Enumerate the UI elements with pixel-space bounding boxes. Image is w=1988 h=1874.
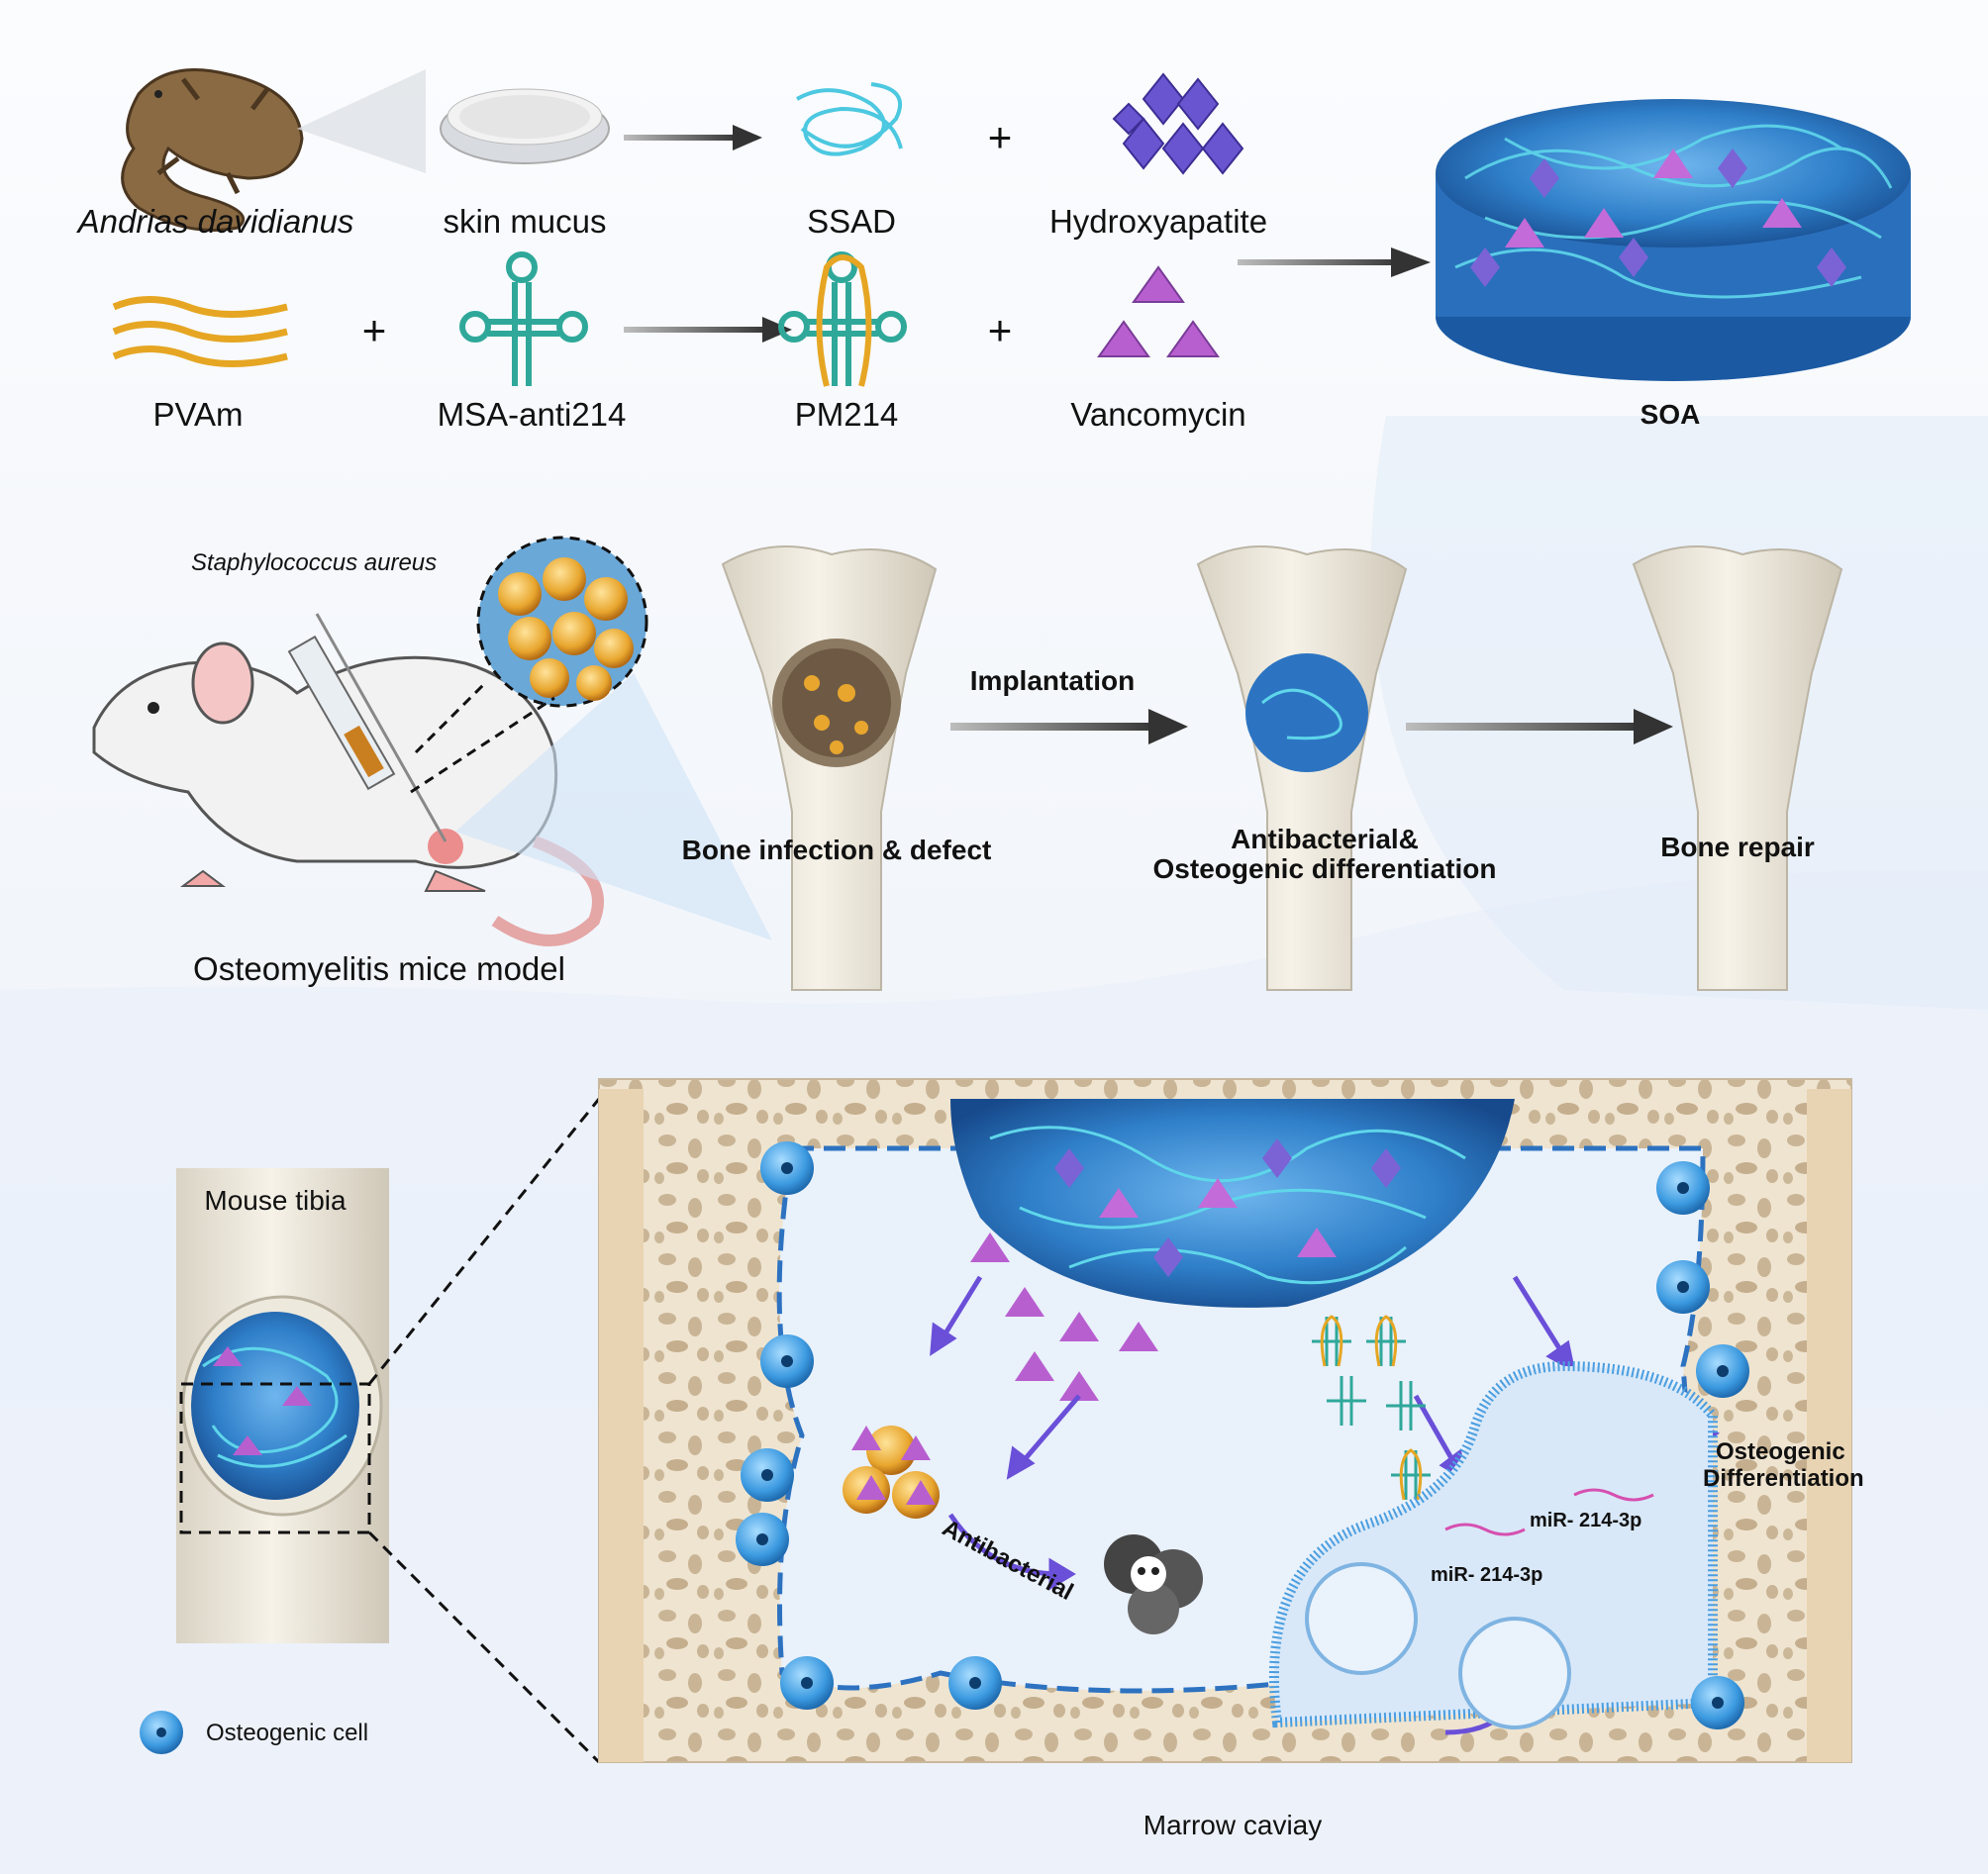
label-pvam: PVAm [152,396,244,433]
label-implantation: Implantation [969,665,1136,696]
label-pm214: PM214 [794,396,899,433]
released-vancomycin [970,1233,1158,1401]
label-marrow-caviay: Marrow caviay [1143,1810,1323,1840]
plus-sign-2: + [361,307,387,353]
zoom-line-2 [410,696,555,794]
label-ssad: SSAD [807,203,896,240]
ssad-fiber-illustration [796,82,903,156]
label-mouse-tibia: Mouse tibia [204,1185,347,1216]
petri-dish-illustration [440,88,610,164]
label-osteogenic-cell: Osteogenic cell [206,1720,369,1746]
arrow-to-repair [1406,709,1673,744]
osteogenic-cells [736,1141,1749,1729]
zoom-line-3 [367,1098,601,1385]
label-msa-anti214: MSA-anti214 [437,396,627,433]
salamander-illustration [121,68,304,232]
plus-sign-1: + [987,114,1013,160]
mouse-illustration [92,641,604,946]
mouse-tibia-illustration [176,1168,389,1643]
bacteria-magnified-illustration [476,536,648,708]
target-cell [1268,1360,1718,1729]
label-mir-1: miR- 214-3p [1530,1510,1642,1531]
plus-sign-3: + [987,307,1013,353]
label-osteogenic: Osteogenic [1716,1438,1845,1465]
label-antibacterial-1: Antibacterial& [1231,824,1419,854]
label-bone-repair: Bone repair [1660,832,1815,862]
syringe-illustration [287,613,447,842]
zoom-box [179,1382,371,1534]
infected-bone-illustration [721,545,938,991]
pm214-floating [1312,1315,1431,1501]
hydroxyapatite-crystals [1112,72,1244,175]
vancomycin-triangles [1097,265,1220,357]
repaired-bone-illustration [1632,545,1843,991]
arrow-to-soa [1238,247,1431,277]
label-vancomycin: Vancomycin [1070,396,1246,433]
msa-anti214-illustration [459,251,588,386]
arrow-implantation [950,709,1188,744]
beam-illustration [297,69,426,173]
pvam-illustration [112,296,288,367]
label-skin-mucus: skin mucus [443,203,607,240]
label-antibacterial-2: Osteogenic differentiation [1152,853,1497,884]
label-soa: SOA [1640,399,1701,430]
label-mir-2: miR- 214-3p [1431,1564,1543,1586]
label-differentiation: Differentiation [1703,1465,1864,1492]
label-staphylococcus: Staphylococcus aureus [191,549,438,576]
bacteria-cluster [843,1426,940,1519]
label-mouse-model: Osteomyelitis mice model [193,950,565,987]
light-beam [455,673,772,940]
label-andrias: Andrias davidianus [77,203,354,240]
label-hydroxyapatite: Hydroxyapatite [1048,203,1268,240]
arrow-msa-to-pm214 [624,317,792,343]
pm214-illustration [778,251,907,387]
soa-hydrogel-illustration [1436,99,1911,381]
dead-bacteria-icon [1104,1534,1203,1634]
arrow-mucus-to-ssad [624,125,762,150]
legend-cell-icon [140,1711,183,1754]
zoom-line-4 [367,1530,601,1764]
label-bone-infection: Bone infection & defect [681,835,992,865]
implanted-bone-illustration [1196,545,1408,991]
